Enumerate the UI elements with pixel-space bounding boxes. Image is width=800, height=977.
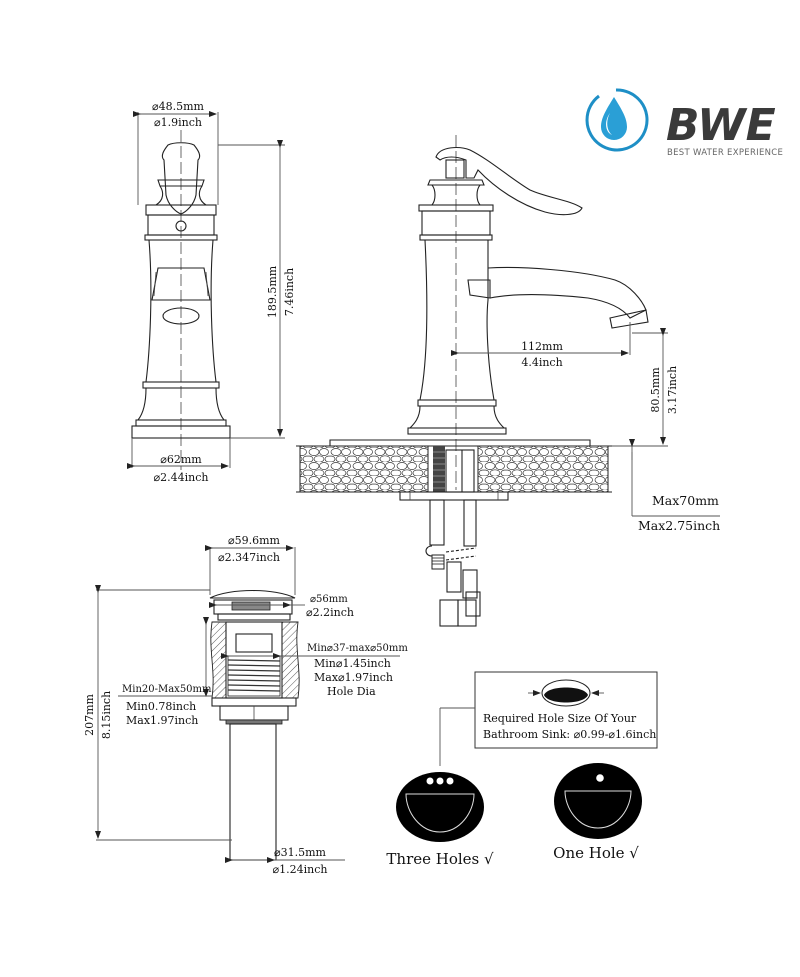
front-deck-max-mm: Max70mm <box>652 493 719 508</box>
front-reach-in: 4.4inch <box>521 356 562 369</box>
water-drop-icon <box>585 88 649 152</box>
side-height-mm: 189.5mm <box>266 265 279 318</box>
drain-hole-max-in: Max⌀1.97inch <box>314 671 393 684</box>
three-holes-label: Three Holes √ <box>386 850 494 868</box>
faucet-side-view: ⌀48.5mm ⌀1.9inch 189.5mm 7.46inch <box>127 100 296 484</box>
faucet-hole-dot <box>446 777 454 785</box>
faucet-hole-dot <box>436 777 444 785</box>
drain-hole-min-in: Min⌀1.45inch <box>314 657 391 670</box>
front-deck-max-in: Max2.75inch <box>638 518 720 533</box>
drain-flange-in: ⌀2.2inch <box>306 606 354 619</box>
sink-option-three-holes: Three Holes √ <box>386 772 494 868</box>
side-base-width-mm: ⌀62mm <box>160 453 202 466</box>
hole-requirement-line1: Required Hole Size Of Your <box>483 712 637 725</box>
drain-hole-mm: Min⌀37-max⌀50mm <box>307 643 408 654</box>
drain-thickness-mm: Min20-Max50mm <box>122 684 212 695</box>
faucet-front-view: 112mm 4.4inch 80.5mm 3.17inch Max70mm Ma… <box>296 135 720 627</box>
drain-thickness-max-in: Max1.97inch <box>126 714 198 727</box>
drain-hole-label: Hole Dia <box>327 685 376 698</box>
bwe-logo: BWE BEST WATER EXPERIENCE <box>585 88 783 158</box>
one-hole-label: One Hole √ <box>553 844 639 862</box>
sink-option-one-hole: One Hole √ <box>553 763 642 862</box>
front-spout-height-in: 3.17inch <box>666 366 679 414</box>
hole-requirement-box: Required Hole Size Of Your Bathroom Sink… <box>439 671 658 766</box>
side-top-width-mm: ⌀48.5mm <box>152 100 205 113</box>
side-top-width-in: ⌀1.9inch <box>154 116 202 129</box>
hole-requirement-line2: Bathroom Sink: ⌀0.99-⌀1.6inch <box>483 728 656 741</box>
brand-name: BWE <box>666 100 776 151</box>
side-height-in: 7.46inch <box>283 268 296 316</box>
brand-tagline: BEST WATER EXPERIENCE <box>667 148 783 158</box>
faucet-hole-dot <box>596 774 604 782</box>
drain-tail-in: ⌀1.24inch <box>273 863 328 876</box>
drain-thickness-min-in: Min0.78inch <box>126 700 196 713</box>
front-spout-height-mm: 80.5mm <box>649 367 662 413</box>
drain-cap-in: ⌀2.347inch <box>218 551 280 564</box>
pop-up-drain: ⌀59.6mm ⌀2.347inch ⌀56mm ⌀2.2inch Min⌀37… <box>83 534 408 876</box>
side-base-width-in: ⌀2.44inch <box>154 471 209 484</box>
drain-height-mm: 207mm <box>83 694 96 736</box>
drain-cap-mm: ⌀59.6mm <box>228 534 281 547</box>
drain-tail-mm: ⌀31.5mm <box>274 846 327 859</box>
drain-height-in: 8.15inch <box>100 691 113 739</box>
front-reach-mm: 112mm <box>521 340 563 353</box>
drain-flange-mm: ⌀56mm <box>310 594 348 605</box>
faucet-hole-dot <box>426 777 434 785</box>
